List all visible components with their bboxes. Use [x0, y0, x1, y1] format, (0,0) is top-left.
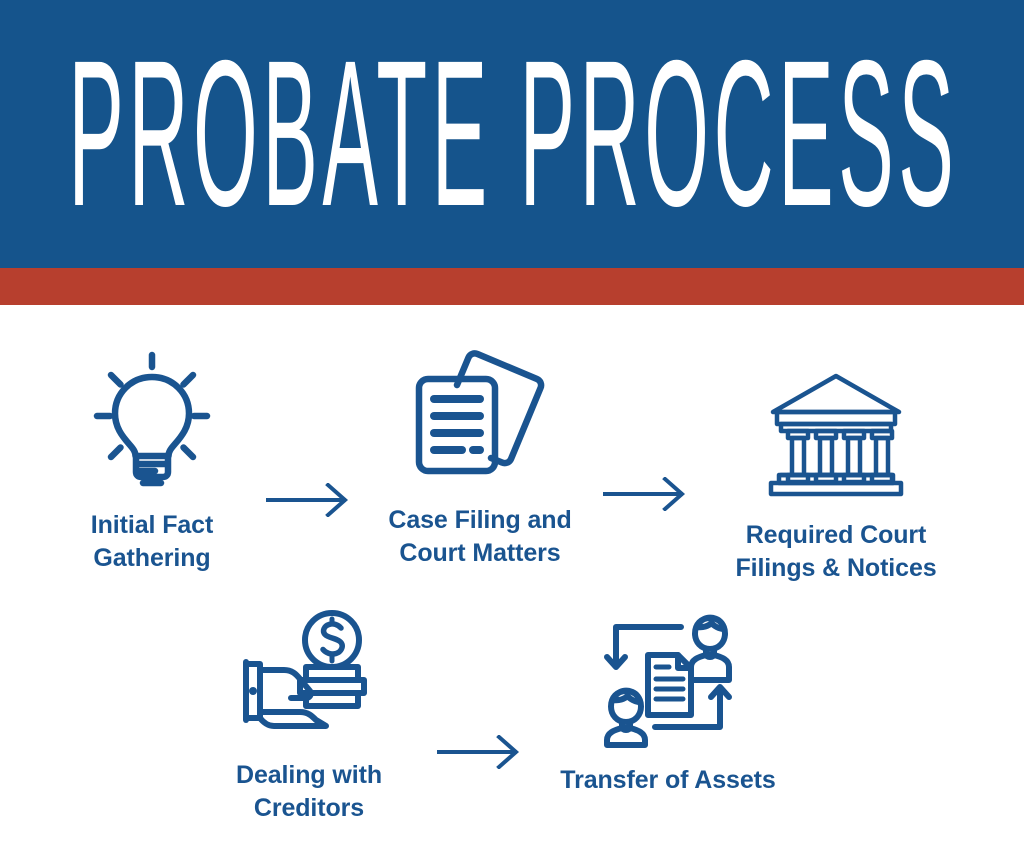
- process-step-court-filings-notices[interactable]: Required Court Filings & Notices: [711, 360, 961, 586]
- documents-icon: [405, 345, 555, 490]
- process-flow-diagram: Initial Fact Gathering: [0, 305, 1024, 867]
- arrow-right-icon: [266, 483, 352, 517]
- arrow-right-icon: [437, 735, 523, 769]
- step-label-line-2: Court Matters: [399, 539, 561, 568]
- process-step-case-filing[interactable]: Case Filing and Court Matters: [355, 345, 605, 571]
- process-step-dealing-with-creditors[interactable]: Dealing with Creditors: [184, 600, 434, 826]
- asset-transfer-icon: [593, 605, 743, 750]
- process-step-transfer-of-assets[interactable]: Transfer of Assets: [543, 605, 793, 797]
- header-banner: PROBATE PROCESS: [0, 0, 1024, 268]
- step-label-line-2: Gathering: [93, 544, 211, 573]
- step-label-line-2: Creditors: [253, 794, 365, 823]
- lightbulb-icon: [77, 350, 227, 495]
- step-label: Initial Fact Gathering: [90, 509, 214, 576]
- step-label-line-1: Transfer of Assets: [560, 766, 776, 794]
- step-label-line-1: Case Filing and: [388, 506, 572, 534]
- step-label-line-1: Initial Fact: [90, 511, 214, 539]
- step-label-line-1: Required Court: [745, 521, 927, 549]
- step-label: Transfer of Assets: [560, 764, 776, 797]
- step-label: Dealing with Creditors: [236, 759, 382, 826]
- courthouse-icon: [761, 360, 911, 505]
- page-title: PROBATE PROCESS: [68, 17, 959, 250]
- accent-divider-band: [0, 268, 1024, 305]
- arrow-right-icon: [603, 477, 689, 511]
- process-step-initial-fact-gathering[interactable]: Initial Fact Gathering: [27, 350, 277, 576]
- step-label-line-1: Dealing with: [235, 761, 383, 789]
- step-label: Required Court Filings & Notices: [735, 519, 936, 586]
- hand-money-icon: [234, 600, 384, 745]
- step-label: Case Filing and Court Matters: [388, 504, 571, 571]
- step-label-line-2: Filings & Notices: [735, 554, 937, 583]
